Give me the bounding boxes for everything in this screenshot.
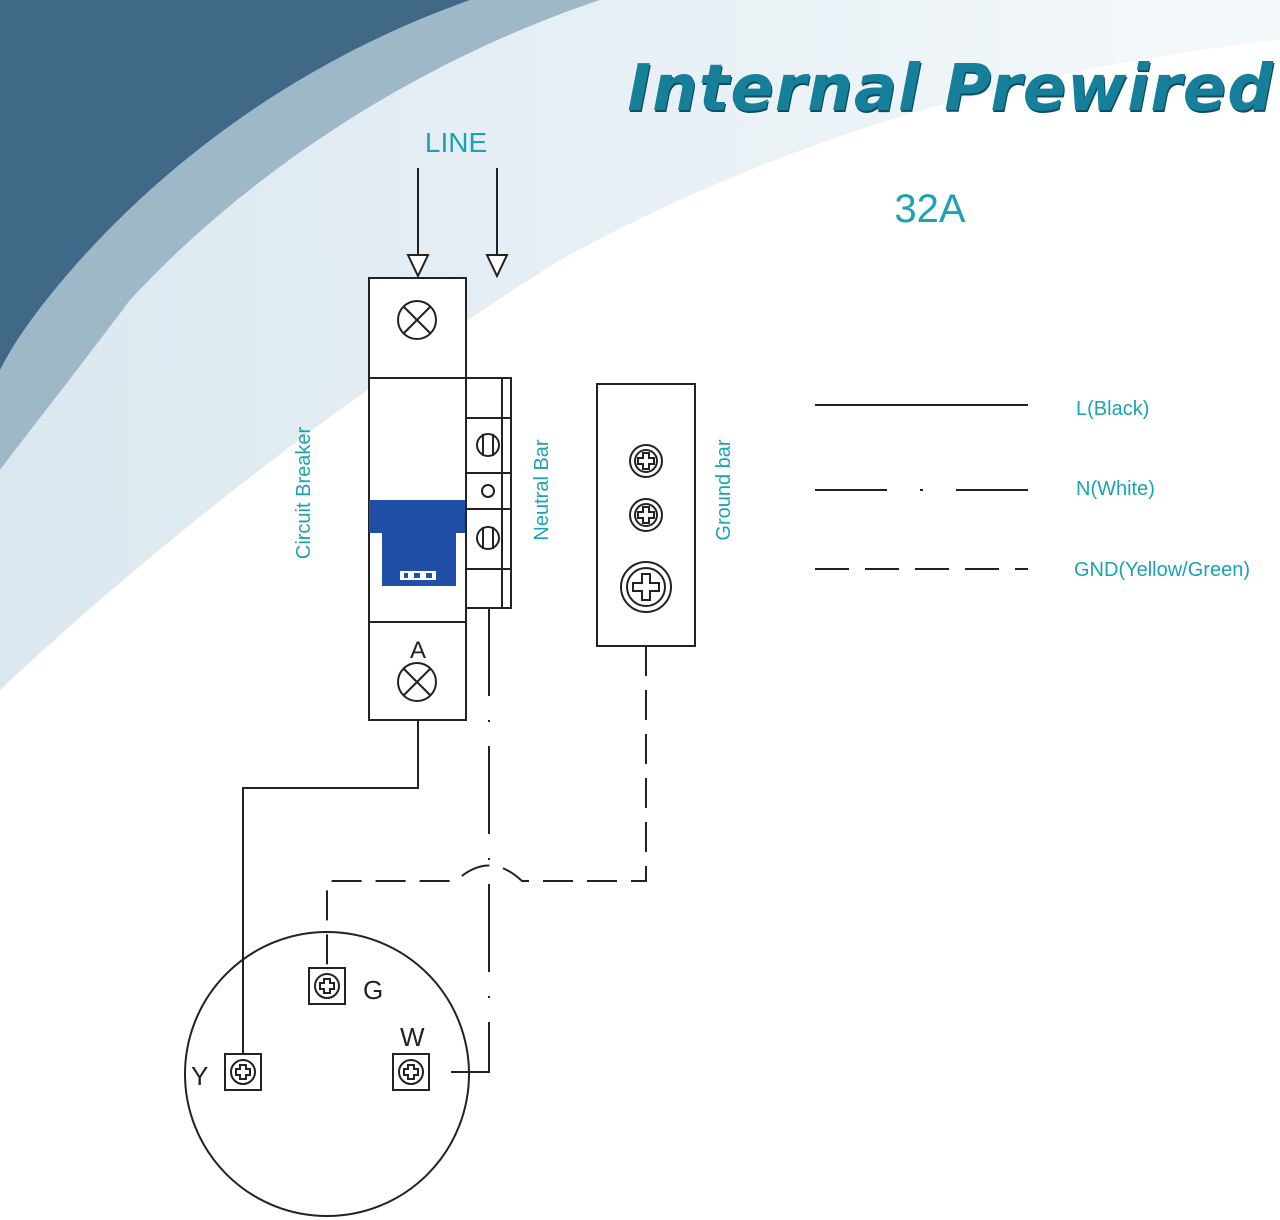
- line-label: LINE: [425, 127, 487, 158]
- outlet-receptacle: [184, 931, 470, 1217]
- neutral-bar: [465, 377, 512, 609]
- ground-screw-icon: [629, 498, 663, 532]
- outlet-y-label: Y: [191, 1061, 208, 1091]
- breaker-top-terminal-icon: [397, 300, 437, 340]
- legend-label-white: N(White): [1076, 478, 1155, 500]
- neutral-screw-icon: [476, 526, 500, 550]
- neutral-screw-icon: [476, 433, 500, 457]
- circuit-breaker-label: Circuit Breaker: [293, 427, 315, 560]
- hot-wire: [242, 720, 419, 1058]
- banner-light-band: [0, 0, 1280, 690]
- outlet-ground-terminal-icon: [308, 967, 346, 1005]
- neutral-wire: [432, 608, 490, 1073]
- rating-label: 32A: [894, 187, 965, 231]
- ground-wire: [326, 646, 647, 968]
- banner-dark-band: [0, 0, 470, 370]
- outlet-white-terminal-icon: [392, 1053, 430, 1091]
- breaker-handle: [369, 500, 466, 586]
- outlet-hot-terminal-icon: [224, 1053, 262, 1091]
- neutral-bar-label: Neutral Bar: [531, 439, 553, 540]
- header-banner: [0, 0, 1280, 690]
- page-title: Internal Prewired: [627, 52, 1274, 126]
- legend: L(Black) N(White) GND(Yellow/Green): [815, 398, 1250, 581]
- ground-screw-large-icon: [620, 561, 672, 613]
- legend-label-black: L(Black): [1076, 398, 1149, 420]
- neutral-hole-icon: [481, 484, 495, 498]
- breaker-terminal-label: A: [410, 637, 426, 664]
- outlet-w-label: W: [400, 1022, 425, 1052]
- breaker-bottom-terminal-icon: [397, 662, 437, 702]
- ground-bar-label: Ground bar: [713, 439, 735, 541]
- ground-screw-icon: [629, 444, 663, 478]
- outlet-g-label: G: [363, 975, 383, 1005]
- legend-label-ground: GND(Yellow/Green): [1074, 559, 1250, 581]
- line-input-arrows: [406, 168, 509, 279]
